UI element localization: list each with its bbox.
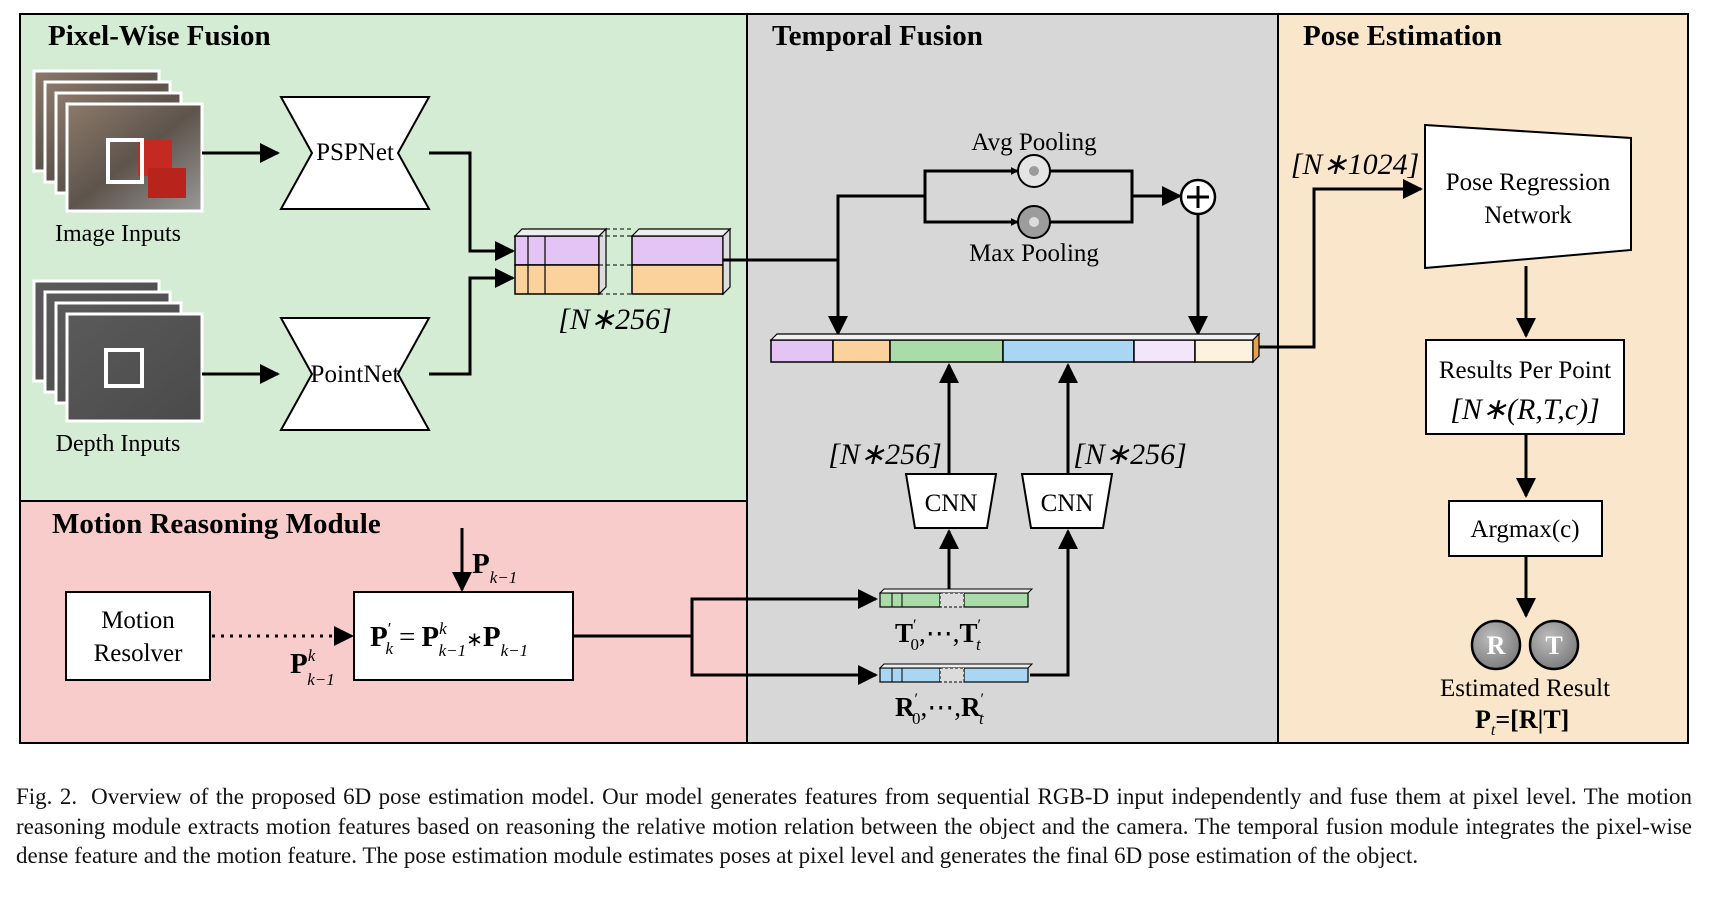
motion-resolver-line1: Motion	[101, 607, 175, 634]
rotation-sequence-label: R′0,⋯,R′t	[895, 691, 985, 728]
arrow-to-avg-pooling	[923, 167, 1019, 196]
pspnet-label: PSPNet	[316, 139, 394, 166]
figure-caption-text: Overview of the proposed 6D pose estimat…	[16, 784, 1692, 868]
pixel-wise-fusion-title: Pixel-Wise Fusion	[48, 20, 271, 52]
arrow-r-to-cnn-right	[1030, 529, 1078, 677]
pose-regression-line2: Network	[1484, 202, 1572, 229]
arrow-pspnet-to-fused	[429, 151, 515, 261]
rotation-result-token	[1470, 619, 1522, 671]
argmax-label: Argmax(c)	[1470, 516, 1579, 543]
translation-token-label: T	[1545, 631, 1562, 660]
pose-estimation-title: Pose Estimation	[1303, 20, 1502, 52]
cnn-block-right	[1020, 473, 1114, 529]
architecture-diagram: Pixel-Wise Fusion Temporal Fusion Pose E…	[19, 13, 1689, 744]
arrow-max-to-sum	[1050, 196, 1134, 224]
motion-resolver-box	[65, 591, 211, 681]
concat-dim-label: [N∗1024]	[1291, 148, 1420, 181]
translation-feature-strip	[878, 588, 1034, 608]
p-prev-label: Pk−1	[472, 548, 517, 587]
translation-result-token	[1528, 619, 1580, 671]
results-per-point-title: Results Per Point	[1439, 357, 1611, 384]
max-pooling-label: Max Pooling	[969, 240, 1099, 267]
cnn-block-left	[904, 473, 998, 529]
figure-caption: Fig. 2.Overview of the proposed 6D pose …	[16, 782, 1692, 871]
pointnet-label: PointNet	[311, 361, 400, 388]
avg-pooling-label: Avg Pooling	[971, 129, 1097, 156]
motion-resolver-line2: Resolver	[94, 640, 184, 667]
arrow-equation-to-r-strip	[690, 636, 878, 685]
argmax-box	[1448, 500, 1603, 557]
depth-input-stack	[32, 279, 204, 423]
cnn-left-label: CNN	[925, 490, 978, 517]
translation-sequence-label: T′0,⋯,T′t	[895, 617, 982, 654]
arrow-to-max-pooling	[923, 196, 1019, 226]
cnn-left-dim: [N∗256]	[828, 438, 942, 471]
results-per-point-box	[1425, 339, 1625, 435]
pspnet-block	[279, 96, 431, 210]
pose-regression-network	[1424, 123, 1632, 270]
fused-feature-block	[513, 227, 732, 296]
cnn-right-dim: [N∗256]	[1073, 438, 1187, 471]
arrow-avg-to-sum	[1050, 169, 1182, 206]
rotation-token-label: R	[1487, 631, 1506, 660]
image-inputs-label: Image Inputs	[55, 221, 181, 247]
pose-regression-line1: Pose Regression	[1446, 169, 1611, 196]
motion-reasoning-title: Motion Reasoning Module	[52, 508, 381, 540]
arrow-equation-to-t-strip	[573, 589, 878, 638]
temporal-fusion-panel	[746, 13, 1279, 744]
arrow-concat-to-regression	[1259, 179, 1423, 349]
pose-update-equation-box	[353, 591, 574, 681]
estimated-result-formula: Pt=[R|T]	[1475, 705, 1569, 739]
arrow-pointnet-to-fused	[429, 268, 515, 376]
arrow-to-pooling-branch	[836, 194, 925, 260]
temporal-fusion-title: Temporal Fusion	[772, 20, 983, 52]
rotation-feature-strip	[878, 663, 1034, 683]
estimated-result-label: Estimated Result	[1440, 675, 1610, 702]
depth-inputs-label: Depth Inputs	[56, 431, 181, 457]
fused-dim-label: [N∗256]	[558, 303, 672, 336]
concat-feature-bar	[769, 332, 1261, 364]
pointnet-block	[279, 317, 431, 431]
image-input-stack	[32, 69, 204, 213]
results-per-point-dim: [N∗(R,T,c)]	[1450, 393, 1600, 426]
cnn-right-label: CNN	[1041, 490, 1094, 517]
figure-caption-label: Fig. 2.	[16, 784, 78, 809]
